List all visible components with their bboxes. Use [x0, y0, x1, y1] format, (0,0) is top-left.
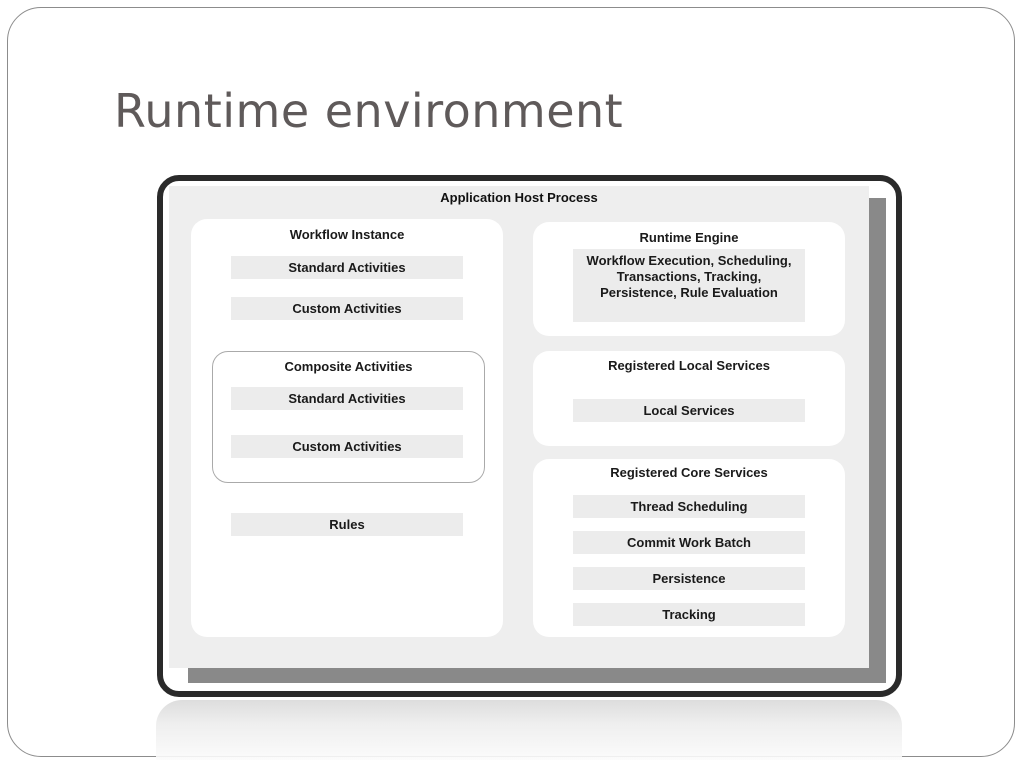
composite-custom-activities: Custom Activities	[231, 435, 463, 458]
workflow-standard-activities: Standard Activities	[231, 256, 463, 279]
composite-activities-box: Composite Activities	[212, 351, 485, 483]
local-services-item: Local Services	[573, 399, 805, 422]
local-services-panel: Registered Local Services	[533, 351, 845, 446]
local-services-title: Registered Local Services	[608, 358, 770, 373]
rules-item: Rules	[231, 513, 463, 536]
core-services-title: Registered Core Services	[610, 465, 768, 480]
workflow-instance-title: Workflow Instance	[289, 227, 405, 242]
core-service-persistence: Persistence	[573, 567, 805, 590]
host-process-title: Application Host Process	[440, 190, 598, 205]
workflow-custom-activities: Custom Activities	[231, 297, 463, 320]
runtime-engine-title: Runtime Engine	[639, 230, 739, 245]
runtime-engine-description: Workflow Execution, Scheduling, Transact…	[573, 249, 805, 322]
host-shadow-right	[866, 198, 886, 682]
slide-title: Runtime environment	[114, 84, 624, 138]
composite-standard-activities: Standard Activities	[231, 387, 463, 410]
host-shadow-bottom	[188, 668, 886, 683]
core-service-tracking: Tracking	[573, 603, 805, 626]
composite-activities-title: Composite Activities	[284, 359, 413, 374]
diagram-reflection	[156, 700, 902, 760]
core-service-commit-work-batch: Commit Work Batch	[573, 531, 805, 554]
core-service-thread-scheduling: Thread Scheduling	[573, 495, 805, 518]
